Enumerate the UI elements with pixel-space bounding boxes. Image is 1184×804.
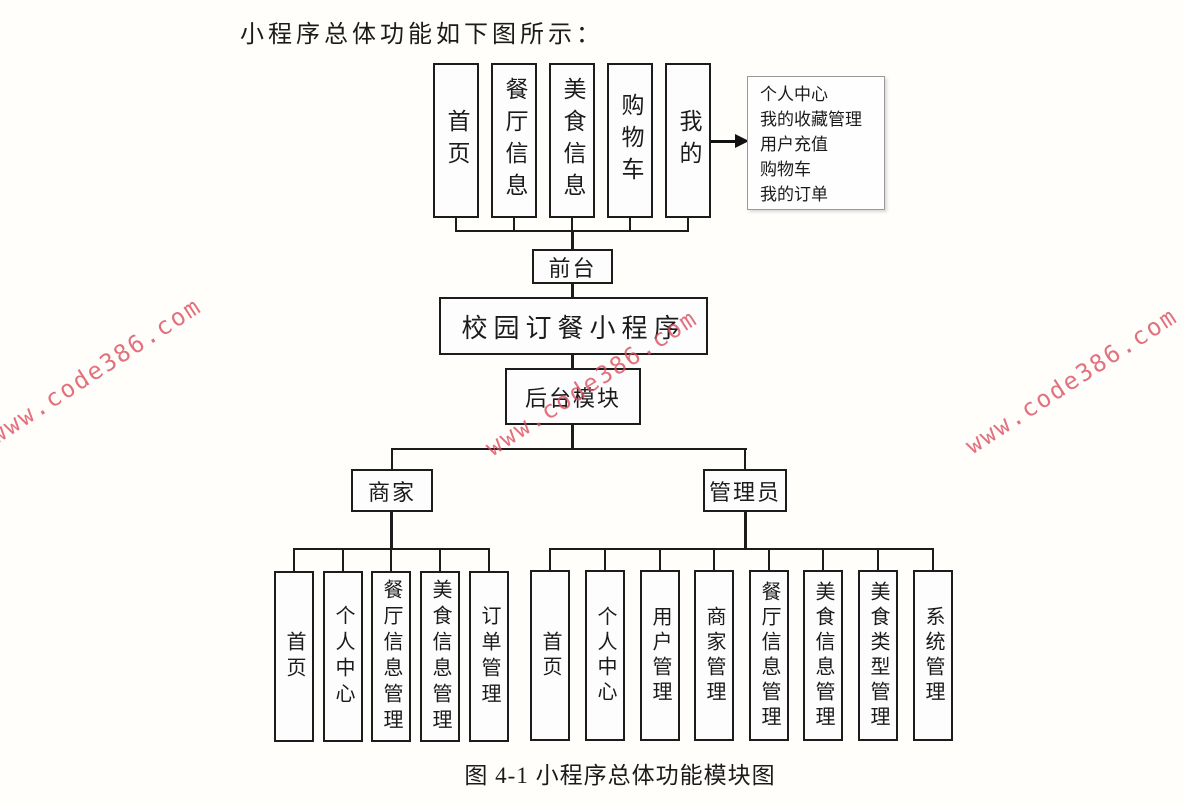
connector — [390, 548, 392, 571]
intro-text: 小程序总体功能如下图所示： — [240, 22, 604, 48]
figure-caption: 图 4-1 小程序总体功能模块图 — [464, 763, 776, 788]
connector — [713, 548, 715, 570]
connector — [439, 548, 441, 571]
connector — [488, 548, 490, 571]
connector — [571, 355, 574, 368]
admin-box: 管理员 — [703, 469, 787, 512]
merchant-module-restaurant-info-mgmt: 餐厅信息管理 — [371, 571, 411, 742]
connector — [822, 548, 824, 570]
admin-module-system-mgmt: 系统管理 — [913, 570, 953, 741]
connector — [390, 512, 393, 548]
merchant-module-personal-center: 个人中心 — [323, 571, 363, 742]
connector — [342, 548, 344, 571]
merchant-module-home: 首页 — [274, 571, 314, 742]
connector — [549, 548, 934, 550]
admin-module-home: 首页 — [530, 570, 570, 741]
root-box: 校园订餐小程序 — [439, 297, 708, 355]
connector — [571, 230, 574, 249]
connector — [391, 448, 747, 450]
merchant-module-order-mgmt: 订单管理 — [469, 571, 509, 742]
connector — [629, 217, 631, 232]
connector — [455, 217, 457, 232]
watermark: www.code386.com — [960, 301, 1183, 460]
admin-module-food-type-mgmt: 美食类型管理 — [858, 570, 898, 741]
connector — [571, 284, 574, 297]
front-module-home: 首页 — [433, 63, 479, 218]
front-module-mine: 我的 — [665, 63, 711, 218]
front-module-restaurant-info: 餐厅信息 — [491, 63, 537, 218]
arrow-right-icon — [735, 134, 749, 148]
connector — [549, 548, 551, 570]
connector — [391, 448, 393, 469]
list-item: 购物车 — [760, 160, 811, 179]
admin-module-user-mgmt: 用户管理 — [640, 570, 680, 741]
front-module-cart: 购物车 — [607, 63, 653, 218]
front-box: 前台 — [532, 249, 613, 284]
connector — [604, 548, 606, 570]
list-item: 个人中心 — [760, 85, 828, 104]
admin-module-personal-center: 个人中心 — [585, 570, 625, 741]
admin-module-restaurant-info-mgmt: 餐厅信息管理 — [749, 570, 789, 741]
list-item: 我的收藏管理 — [760, 110, 862, 129]
connector — [932, 548, 934, 570]
arrow-line — [711, 140, 738, 143]
front-module-food-info: 美食信息 — [549, 63, 595, 218]
connector — [293, 548, 295, 571]
connector — [571, 425, 574, 450]
list-item: 用户充值 — [760, 135, 828, 154]
connector — [877, 548, 879, 570]
connector — [571, 217, 573, 232]
merchant-module-food-info-mgmt: 美食信息管理 — [420, 571, 460, 742]
connector — [513, 217, 515, 232]
admin-module-food-info-mgmt: 美食信息管理 — [803, 570, 843, 741]
connector — [768, 548, 770, 570]
connector — [687, 217, 689, 232]
admin-module-merchant-mgmt: 商家管理 — [694, 570, 734, 741]
connector — [744, 448, 746, 469]
back-module-box: 后台模块 — [505, 368, 641, 425]
watermark: www.code386.com — [0, 291, 207, 450]
mine-submodule-list: 个人中心 我的收藏管理 用户充值 购物车 我的订单 — [747, 76, 885, 210]
merchant-box: 商家 — [351, 469, 433, 512]
connector — [659, 548, 661, 570]
connector — [744, 512, 747, 548]
list-item: 我的订单 — [760, 185, 828, 204]
